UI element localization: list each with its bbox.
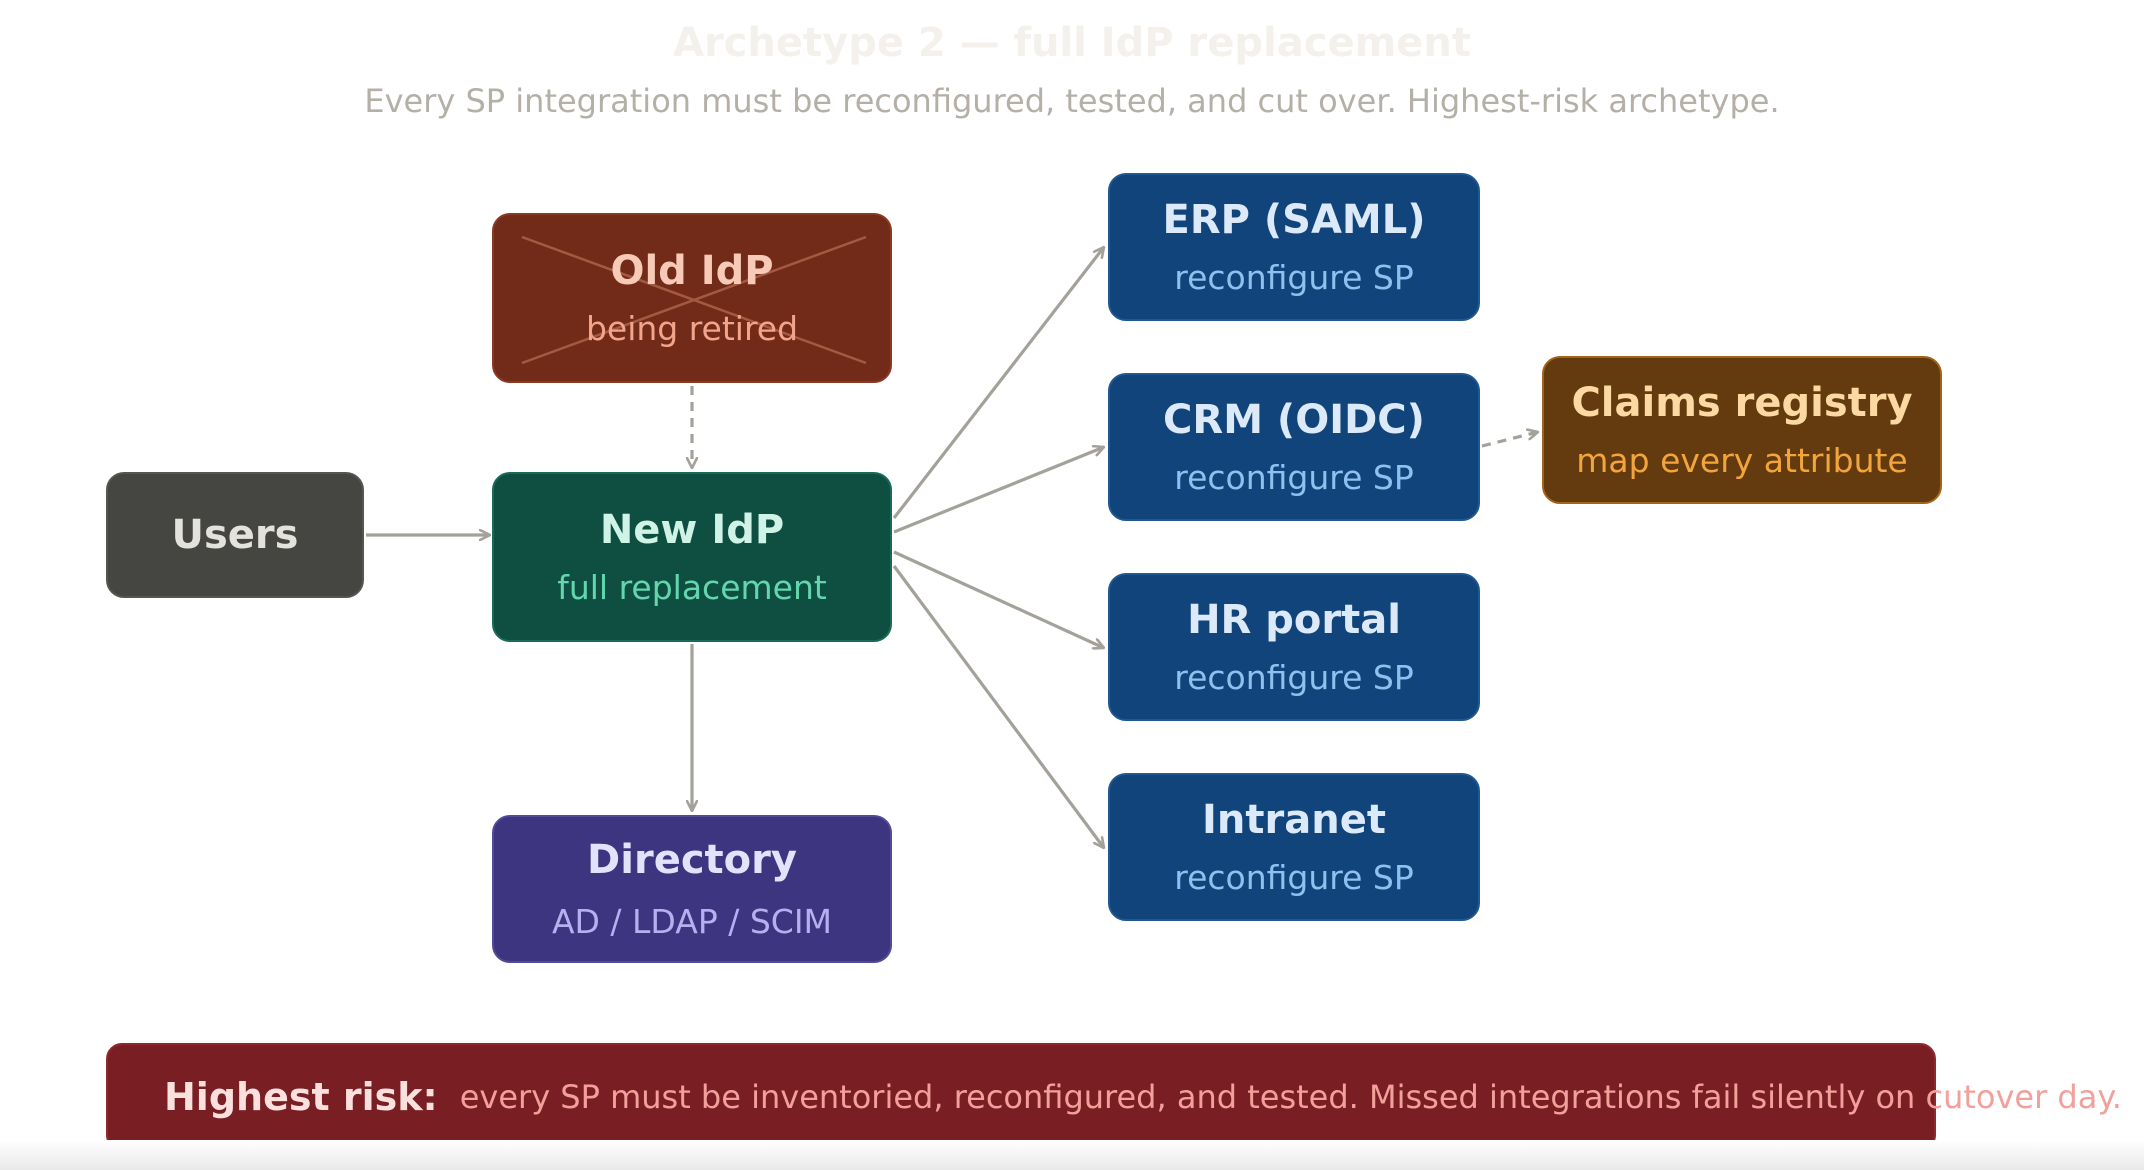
diagram-title: Archetype 2 — full IdP replacement <box>673 20 1471 66</box>
risk-banner: Highest risk: every SP must be inventori… <box>106 1043 2122 1151</box>
claims-registry-label: Claims registry <box>1571 380 1913 427</box>
new-idp-sublabel: full replacement <box>557 568 827 608</box>
old-idp-sublabel: being retired <box>585 309 799 349</box>
edge-newidp-to-hr <box>893 550 1104 648</box>
edge-newidp-to-intranet <box>892 565 1104 848</box>
crm-sublabel: reconfigure SP <box>1174 458 1414 498</box>
claims-registry-sublabel: map every attribute <box>1576 441 1908 481</box>
edge-newidp-to-crm <box>893 447 1104 534</box>
hr-portal-label: HR portal <box>1187 597 1401 644</box>
directory-label: Directory <box>587 837 797 884</box>
hr-portal-node: HR portal reconfigure SP <box>1108 573 1480 721</box>
risk-banner-text: every SP must be inventoried, reconfigur… <box>459 1078 2122 1116</box>
new-idp-node: New IdP full replacement <box>492 472 892 642</box>
new-idp-label: New IdP <box>599 507 785 554</box>
users-label: Users <box>171 512 299 558</box>
footer-shadow <box>0 1140 2144 1170</box>
claims-registry-node: Claims registry map every attribute <box>1542 356 1942 504</box>
old-idp-node: Old IdP being retired <box>492 213 892 383</box>
erp-sublabel: reconfigure SP <box>1174 258 1414 298</box>
erp-label: ERP (SAML) <box>1162 197 1426 244</box>
directory-node: Directory AD / LDAP / SCIM <box>492 815 892 963</box>
old-idp-label: Old IdP <box>610 248 774 295</box>
risk-banner-heading: Highest risk: <box>164 1075 438 1119</box>
intranet-label: Intranet <box>1202 797 1386 844</box>
diagram-subtitle: Every SP integration must be reconfigure… <box>364 82 1780 120</box>
intranet-sublabel: reconfigure SP <box>1174 858 1414 898</box>
users-node: Users <box>106 472 364 598</box>
edge-crm-to-claims <box>1481 432 1538 448</box>
directory-sublabel: AD / LDAP / SCIM <box>551 902 833 942</box>
hr-portal-sublabel: reconfigure SP <box>1174 658 1414 698</box>
crm-node: CRM (OIDC) reconfigure SP <box>1108 373 1480 521</box>
crm-label: CRM (OIDC) <box>1163 397 1425 444</box>
erp-node: ERP (SAML) reconfigure SP <box>1108 173 1480 321</box>
intranet-node: Intranet reconfigure SP <box>1108 773 1480 921</box>
retired-cross-mark <box>521 235 867 365</box>
edge-newidp-to-erp <box>892 247 1104 519</box>
